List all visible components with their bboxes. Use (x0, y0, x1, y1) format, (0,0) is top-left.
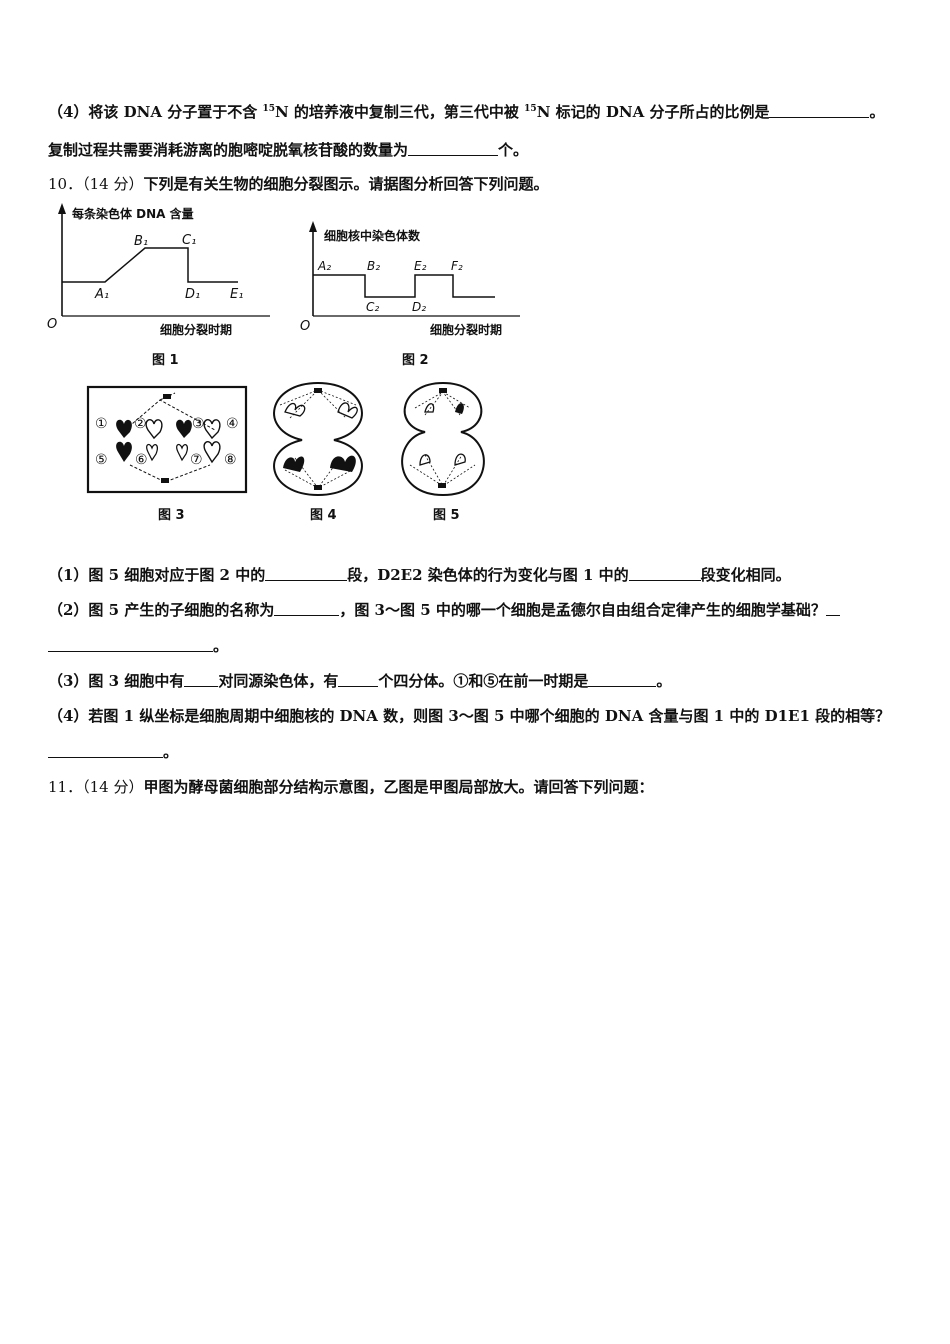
q10-sub4-line1: （4）若图 1 纵坐标是细胞周期中细胞核的 DNA 数，则图 3～图 5 中哪个… (48, 707, 891, 725)
figure-4: 图 4 (273, 381, 363, 523)
answer-blank[interactable] (48, 636, 213, 652)
fig1-point-c1: C₁ (182, 233, 196, 248)
fig3-label-7: ⑦ (190, 452, 203, 468)
fig3-label-2: ② (134, 416, 147, 432)
fig2-point-d2: D₂ (412, 300, 426, 314)
q10-sub1: （1）图 5 细胞对应于图 2 中的段，D2E2 染色体的行为变化与图 1 中的… (48, 565, 791, 584)
fig1-point-a1: A₁ (94, 287, 109, 302)
fig2-origin: O (300, 319, 310, 334)
fig3-caption: 图 3 (158, 508, 185, 523)
q10-sub3: （3）图 3 细胞中有对同源染色体，有个四分体。①和⑤在前一时期是。 (48, 671, 672, 690)
fig3-label-6: ⑥ (135, 452, 148, 468)
q9-part4-line1: （4）将该 DNA 分子置于不含 15N 的培养液中复制三代，第三代中被 15N… (48, 102, 885, 121)
q11-stem: 11．（14 分）甲图为酵母菌细胞部分结构示意图，乙图是甲图局部放大。请回答下列… (48, 778, 654, 796)
fig1-caption: 图 1 (152, 353, 179, 368)
fig2-caption: 图 2 (402, 353, 429, 368)
answer-blank[interactable] (408, 140, 499, 156)
answer-blank[interactable] (265, 565, 348, 581)
q10-sub2-line2: 。 (48, 636, 920, 656)
fig3-label-1: ① (95, 416, 108, 432)
figure-1: 每条染色体 DNA 含量 O A₁ B₁ C₁ D₁ E₁ 细胞分裂时期 图 1 (47, 203, 270, 368)
q10-sub2-line1: （2）图 5 产生的子细胞的名称为，图 3～图 5 中的哪一个细胞是孟德尔自由组… (48, 600, 920, 620)
q10-stem: 10．（14 分）下列是有关生物的细胞分裂图示。请据图分析回答下列问题。 (48, 175, 549, 193)
fig2-point-e2: E₂ (414, 259, 427, 273)
fig2-point-b2: B₂ (367, 259, 380, 273)
figure-5: 图 5 (401, 381, 485, 523)
fig1-point-e1: E₁ (230, 287, 243, 302)
figure-2: 细胞核中染色体数 O A₂ B₂ C₂ D₂ E₂ F₂ 细胞分裂时期 图 2 (300, 221, 520, 368)
answer-blank[interactable] (184, 671, 219, 687)
fig3-label-4: ④ (226, 416, 239, 432)
q10-sub4-line2: 。 (48, 742, 920, 762)
fig2-point-a2: A₂ (317, 259, 331, 273)
fig3-label-3: ③ (192, 416, 205, 432)
fig2-point-f2: F₂ (451, 259, 463, 273)
fig1-origin: O (47, 317, 57, 332)
fig2-xlabel: 细胞分裂时期 (430, 322, 502, 337)
fig1-point-b1: B₁ (134, 234, 148, 249)
answer-blank[interactable] (588, 671, 657, 687)
answer-blank[interactable] (338, 671, 379, 687)
fig3-label-5: ⑤ (95, 452, 108, 468)
answer-blank[interactable] (628, 565, 701, 581)
q9-part4-line2: 复制过程共需要消耗游离的胞嘧啶脱氧核苷酸的数量为个。 (48, 140, 529, 159)
fig5-caption: 图 5 (433, 508, 460, 523)
fig4-caption: 图 4 (310, 508, 337, 523)
fig1-point-d1: D₁ (185, 287, 200, 302)
answer-blank[interactable] (769, 102, 870, 118)
fig2-point-c2: C₂ (366, 300, 379, 314)
fig1-ylabel: 每条染色体 DNA 含量 (72, 206, 194, 221)
fig1-xlabel: 细胞分裂时期 (160, 322, 232, 337)
figure-3: ① ② ③ ④ ⑤ ⑥ ⑦ ⑧ 图 3 (86, 385, 248, 523)
answer-blank[interactable] (825, 600, 840, 616)
answer-blank[interactable] (48, 742, 163, 758)
fig3-label-8: ⑧ (224, 452, 237, 468)
fig2-ylabel: 细胞核中染色体数 (324, 228, 421, 243)
answer-blank[interactable] (274, 600, 340, 616)
